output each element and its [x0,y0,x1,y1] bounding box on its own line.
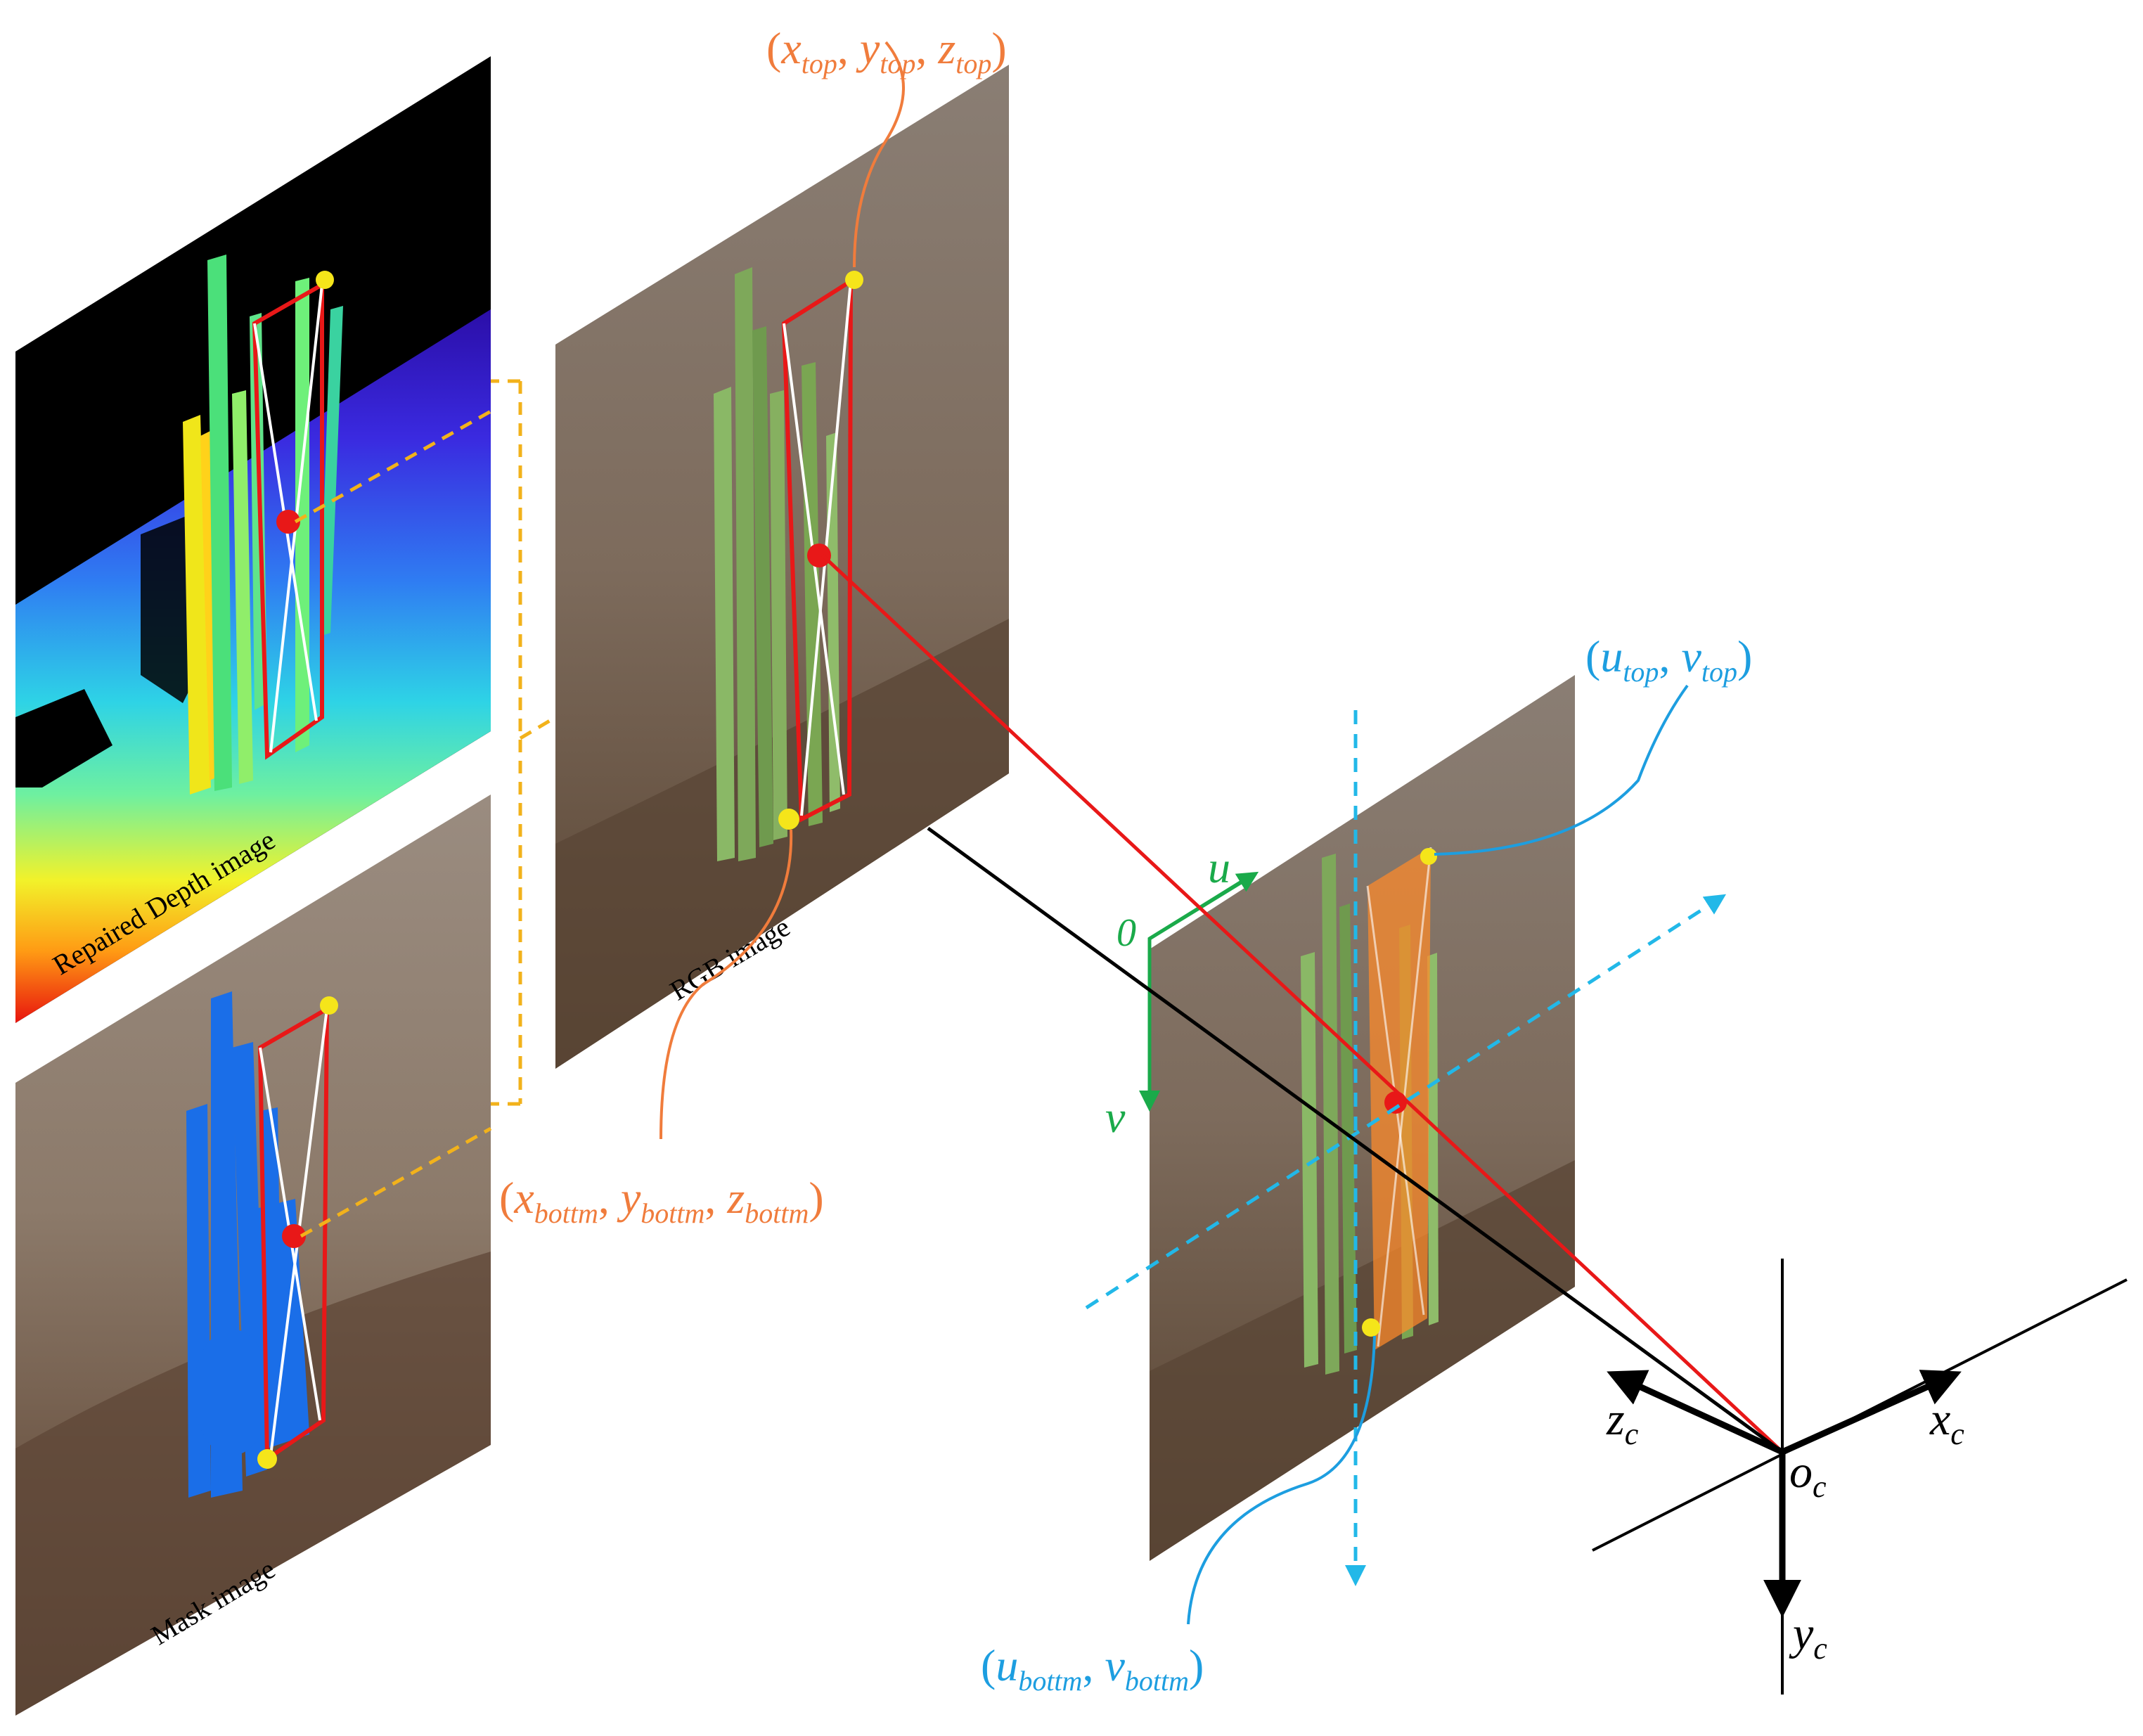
zc-label: zc [1606,1394,1639,1451]
bottom-3d-leader [659,829,793,1140]
yc-label: yc [1789,1608,1827,1666]
top-3d-label: (xtop, ytop, ztop) [766,23,1007,79]
bottom-2d-leader [1187,1335,1376,1625]
camera-coordinate-frame [1592,1259,2128,1695]
uv-origin-label: 0 [1116,911,1136,955]
oc-label: oc [1789,1446,1827,1504]
mask-image-panel: Mask image [15,795,491,1716]
xc-label: xc [1929,1394,1964,1451]
top-2d-leader [1434,684,1689,856]
black-projection-ray [927,826,1784,1454]
image-plane-panel [1150,675,1575,1561]
v-axis-label: v [1105,1092,1126,1142]
red-projection-ray [821,554,1784,1453]
top-3d-leader [853,41,905,268]
bottom-2d-label: (ubottm, vbottm) [981,1640,1204,1697]
u-axis-label: u [1208,842,1230,892]
image-horizontal-dashed-axis [1085,894,1727,1310]
bottom-3d-label: (xbottm, ybottm, zbottm) [499,1173,824,1229]
rgb-image-panel: RGB image [555,65,1009,1069]
top-2d-label: (utop, vtop) [1585,631,1752,688]
